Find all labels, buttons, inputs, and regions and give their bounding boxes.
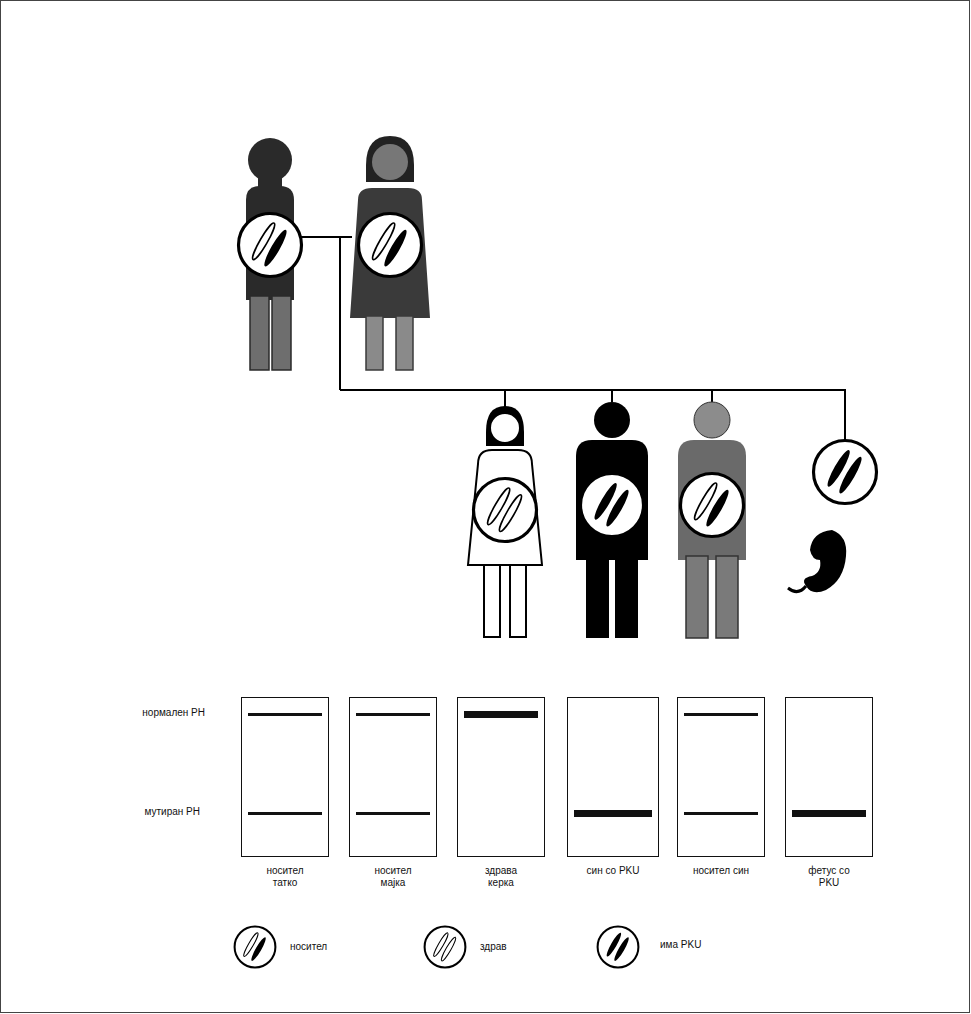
mutant-band [356,812,430,815]
son-pku-figure [576,402,648,638]
gel-lane: фетус со PKU [785,697,873,889]
band-label: мутиран PH [145,806,200,818]
lane-caption: носител син [677,865,765,877]
gel-box [677,697,765,857]
lane-caption: носител татко [241,865,329,889]
mother-figure [350,136,430,370]
legend-pku-sample [598,927,639,968]
gel-box [241,697,329,857]
legend-text: носител [290,941,327,953]
normal-band [356,713,430,716]
lane-caption: носител мајка [349,865,437,889]
mutant-band [684,812,758,815]
father-figure [239,138,302,370]
daughter-figure [468,406,542,637]
gel-box [349,697,437,857]
gel-lane: носител татко [241,697,329,889]
lane-caption: здрава керка [457,865,545,889]
mutant-band [792,810,866,817]
normal-band [248,713,322,716]
mutant-band [574,810,652,817]
gel-lane: син со PKU [567,697,659,877]
lane-caption: син со PKU [567,865,659,877]
band-label: нормален PH [142,707,205,719]
gel-box [785,697,873,857]
normal-band [684,713,758,716]
gel-lane: носител мајка [349,697,437,889]
carrier-son-figure [678,402,746,638]
mutant-band [248,812,322,815]
gel-box [457,697,545,857]
fetus-figure [788,441,877,593]
gel-box [567,697,659,857]
legend-carrier-sample [235,927,276,968]
gel-lane: носител син [677,697,765,877]
gel-lane: здрава керка [457,697,545,889]
legend-healthy-sample [425,927,466,968]
legend-text: има PKU [660,939,704,951]
normal-band [464,711,538,718]
legend-text: здрав [480,941,507,953]
lane-caption: фетус со PKU [785,865,873,889]
